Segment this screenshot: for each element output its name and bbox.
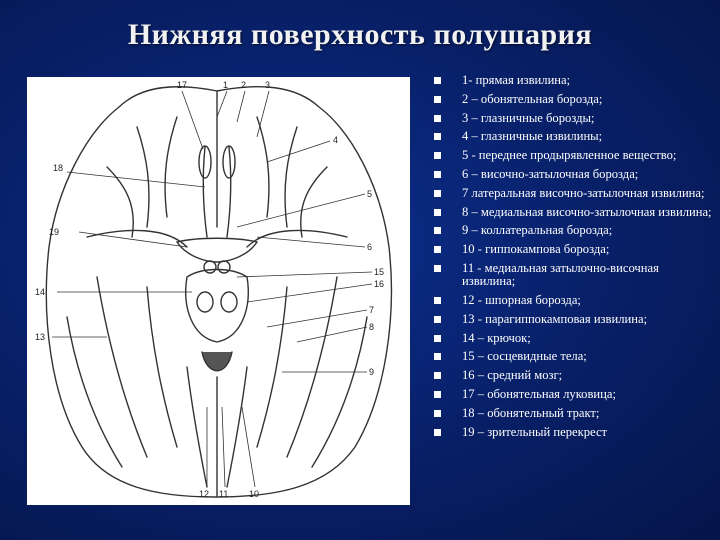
label-15: 15 — [374, 267, 384, 277]
legend-item: 4 – глазничные извилины; — [434, 130, 714, 143]
bullet-icon — [434, 209, 441, 216]
bullet-icon — [434, 227, 441, 234]
legend-item-text: 16 – средний мозг; — [462, 368, 562, 382]
legend-item-text: 13 - парагиппокамповая извилина; — [462, 312, 647, 326]
legend-item-text: 8 – медиальная височно-затылочная извили… — [462, 205, 712, 219]
bullet-icon — [434, 246, 441, 253]
label-16: 16 — [374, 279, 384, 289]
brain-diagram-svg: 17 1 2 3 4 18 5 19 6 15 14 16 7 8 13 9 1… — [27, 77, 410, 505]
legend-item: 17 – обонятельная луковица; — [434, 388, 714, 401]
label-9: 9 — [369, 367, 374, 377]
label-18: 18 — [53, 163, 63, 173]
label-4: 4 — [333, 135, 338, 145]
legend-item-text: 6 – височно-затылочная борозда; — [462, 167, 638, 181]
legend-item: 11 - медиальная затылочно-височная извил… — [434, 262, 714, 288]
legend-item-text: 11 - медиальная затылочно-височная извил… — [462, 261, 659, 288]
legend-item: 12 - шпорная борозда; — [434, 294, 714, 307]
label-2: 2 — [241, 80, 246, 90]
legend-item: 15 – сосцевидные тела; — [434, 350, 714, 363]
legend-item: 13 - парагиппокамповая извилина; — [434, 313, 714, 326]
legend-item-text: 3 – глазничные борозды; — [462, 111, 594, 125]
bullet-icon — [434, 410, 441, 417]
olfactory-tract-right — [227, 147, 231, 237]
label-1: 1 — [223, 80, 228, 90]
legend-item: 5 - переднее продырявленное вещество; — [434, 149, 714, 162]
brain-inferior-surface-diagram: 17 1 2 3 4 18 5 19 6 15 14 16 7 8 13 9 1… — [27, 77, 410, 505]
bullet-icon — [434, 429, 441, 436]
bullet-icon — [434, 77, 441, 84]
legend-item-text: 2 – обонятельная борозда; — [462, 92, 602, 106]
label-10: 10 — [249, 489, 259, 499]
label-8: 8 — [369, 322, 374, 332]
legend-item: 14 – крючок; — [434, 332, 714, 345]
midbrain — [186, 270, 249, 343]
bullet-icon — [434, 372, 441, 379]
bullet-icon — [434, 190, 441, 197]
bullet-icon — [434, 133, 441, 140]
optic-chiasm — [177, 238, 257, 262]
legend-item: 19 – зрительный перекрест — [434, 426, 714, 439]
label-13: 13 — [35, 332, 45, 342]
legend-item-text: 4 – глазничные извилины; — [462, 129, 602, 143]
bullet-icon — [434, 152, 441, 159]
label-14: 14 — [35, 287, 45, 297]
label-7: 7 — [369, 305, 374, 315]
legend-item-text: 5 - переднее продырявленное вещество; — [462, 148, 676, 162]
legend-item-text: 9 – коллатеральная борозда; — [462, 223, 612, 237]
legend-item: 6 – височно-затылочная борозда; — [434, 168, 714, 181]
legend-item: 1- прямая извилина; — [434, 74, 714, 87]
bullet-icon — [434, 265, 441, 272]
slide-title: Нижняя поверхность полушария — [0, 18, 720, 52]
legend-item-text: 10 - гиппокампова борозда; — [462, 242, 609, 256]
legend-item-text: 12 - шпорная борозда; — [462, 293, 581, 307]
bullet-icon — [434, 115, 441, 122]
bullet-icon — [434, 96, 441, 103]
legend-item: 16 – средний мозг; — [434, 369, 714, 382]
label-5: 5 — [367, 189, 372, 199]
bullet-icon — [434, 391, 441, 398]
legend-item: 2 – обонятельная борозда; — [434, 93, 714, 106]
legend-item-text: 7 латеральная височно-затылочная извилин… — [462, 186, 705, 200]
legend-item-text: 18 – обонятельный тракт; — [462, 406, 599, 420]
legend-item: 10 - гиппокампова борозда; — [434, 243, 714, 256]
label-6: 6 — [367, 242, 372, 252]
label-17: 17 — [177, 80, 187, 90]
legend-list: 1- прямая извилина; 2 – обонятельная боро… — [434, 74, 714, 444]
legend-item: 8 – медиальная височно-затылочная извили… — [434, 206, 714, 219]
label-19: 19 — [49, 227, 59, 237]
label-3: 3 — [265, 80, 270, 90]
legend-item: 18 – обонятельный тракт; — [434, 407, 714, 420]
bullet-icon — [434, 316, 441, 323]
legend-item: 3 – глазничные борозды; — [434, 112, 714, 125]
legend-item-text: 1- прямая извилина; — [462, 73, 570, 87]
olfactory-tract-left — [203, 147, 207, 237]
legend-item-text: 15 – сосцевидные тела; — [462, 349, 587, 363]
legend-item-text: 14 – крючок; — [462, 331, 531, 345]
bullet-icon — [434, 171, 441, 178]
legend-item: 7 латеральная височно-затылочная извилин… — [434, 187, 714, 200]
bullet-icon — [434, 353, 441, 360]
legend-item: 9 – коллатеральная борозда; — [434, 224, 714, 237]
legend-item-text: 19 – зрительный перекрест — [462, 425, 607, 439]
legend-item-text: 17 – обонятельная луковица; — [462, 387, 616, 401]
bullet-icon — [434, 335, 441, 342]
label-11: 11 — [219, 489, 228, 499]
label-12: 12 — [199, 489, 209, 499]
bullet-icon — [434, 297, 441, 304]
